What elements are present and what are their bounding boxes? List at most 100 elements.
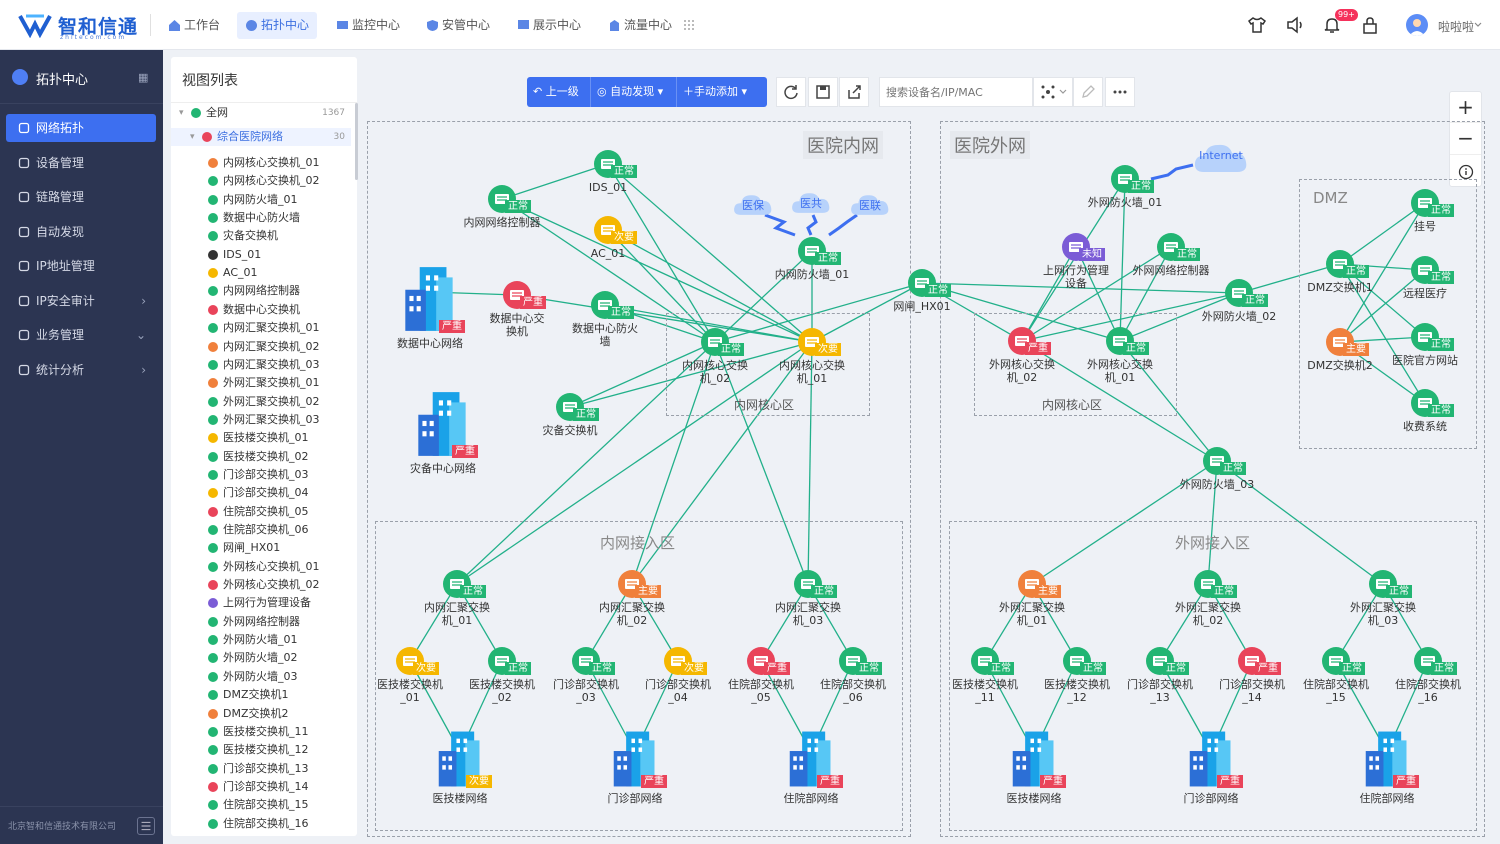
link-drsw-icore1[interactable]: [569, 341, 813, 408]
up-level-button[interactable]: ↶ 上一级: [527, 77, 591, 107]
refresh-button[interactable]: [776, 77, 806, 107]
link-iagg3-s05[interactable]: [760, 583, 809, 662]
chevron-down-icon[interactable]: [1474, 21, 1482, 29]
tree-item[interactable]: 内网核心交换机_01: [171, 154, 351, 172]
tree-item[interactable]: 门诊部交换机_04: [171, 484, 351, 502]
device-ictrl[interactable]: 正常: [488, 185, 531, 213]
link-ofw3-oagg3[interactable]: [1216, 460, 1384, 585]
cloud-external-icon[interactable]: 医联: [849, 190, 891, 218]
tree-item[interactable]: AC_01: [171, 264, 351, 282]
link-dcfw-icore1[interactable]: [604, 304, 813, 343]
search-input[interactable]: [879, 77, 1033, 107]
device-dcfw[interactable]: 正常: [591, 291, 634, 319]
device-dcsw[interactable]: 严重: [503, 281, 546, 309]
link-octrl-ocore2[interactable]: [1021, 246, 1172, 342]
tree-item[interactable]: 网闸_HX01: [171, 539, 351, 557]
tree-item[interactable]: 住院部交换机_05: [171, 503, 351, 521]
device-drsw[interactable]: 正常: [556, 393, 599, 421]
link-dcsw-icore1[interactable]: [516, 294, 813, 343]
grid-menu-icon[interactable]: ▦: [138, 71, 149, 84]
edit-button[interactable]: [1073, 77, 1103, 107]
link-icore2-iagg2[interactable]: [631, 341, 716, 585]
sidebar-item-stats[interactable]: 统计分析›: [6, 356, 156, 384]
shirt-icon[interactable]: [1247, 15, 1267, 35]
device-yc[interactable]: 正常: [1411, 256, 1454, 284]
manual-add-button[interactable]: ＋手动添加 ▾: [677, 77, 767, 107]
tree-item[interactable]: 内网核心交换机_02: [171, 172, 351, 190]
auto-discover-button[interactable]: ◎ 自动发现 ▾: [591, 77, 677, 107]
device-oagg1[interactable]: 主要: [1018, 570, 1061, 598]
save-button[interactable]: [808, 77, 838, 107]
caret-icon[interactable]: ▾: [190, 132, 195, 142]
tree-item[interactable]: 医技楼交换机_12: [171, 741, 351, 759]
cloud-external-icon[interactable]: 医共: [790, 188, 832, 216]
device-octrl[interactable]: 正常: [1157, 233, 1200, 261]
tree-item[interactable]: 外网核心交换机_01: [171, 558, 351, 576]
device-ofw2[interactable]: 正常: [1225, 279, 1268, 307]
tree-item[interactable]: 医技楼交换机_01: [171, 429, 351, 447]
nav-traffic[interactable]: 流量中心: [600, 12, 680, 39]
device-gh[interactable]: 正常: [1411, 189, 1454, 217]
user-name[interactable]: 啦啦啦: [1438, 20, 1475, 34]
grid-icon[interactable]: [684, 20, 694, 30]
nav-display[interactable]: 展示中心: [509, 12, 589, 39]
tree-item[interactable]: 外网汇聚交换机_03: [171, 411, 351, 429]
caret-icon[interactable]: ▾: [179, 108, 184, 118]
tree-item[interactable]: 上网行为管理设备: [171, 594, 351, 612]
link-ofw2-ocore2[interactable]: [1021, 292, 1240, 342]
device-ofw1[interactable]: 正常: [1111, 165, 1154, 193]
link-iagg1-s01[interactable]: [409, 583, 458, 662]
link-icore1-iagg3[interactable]: [807, 341, 813, 585]
device-dmz2[interactable]: 主要: [1326, 328, 1369, 356]
link-gap-icore1[interactable]: [811, 282, 923, 343]
tree-item[interactable]: 外网防火墙_03: [171, 668, 351, 686]
link-ac-icore1[interactable]: [607, 229, 813, 343]
nav-topology[interactable]: 拓扑中心: [237, 12, 318, 39]
device-s03[interactable]: 正常: [572, 647, 615, 675]
link-dmz2-web[interactable]: [1339, 336, 1426, 343]
link-dmz2-gh[interactable]: [1339, 202, 1426, 343]
info-icon[interactable]: [1458, 164, 1474, 180]
tree-item[interactable]: 外网防火墙_02: [171, 649, 351, 667]
sidebar-item-network[interactable]: 网络拓扑: [6, 114, 156, 142]
nav-monitor[interactable]: 监控中心: [328, 12, 408, 39]
building-network-icon[interactable]: 严重: [1359, 728, 1419, 790]
link-icore2-iagg3[interactable]: [714, 341, 809, 585]
device-s13[interactable]: 正常: [1146, 647, 1189, 675]
device-ifw1[interactable]: 正常: [798, 237, 841, 265]
link-ictrl-ids[interactable]: [501, 163, 609, 200]
cloud-internet-icon[interactable]: Internet: [1192, 140, 1250, 174]
device-s11[interactable]: 正常: [971, 647, 1014, 675]
tree-item[interactable]: 住院部交换机_16: [171, 815, 351, 833]
link-ictrl-icore1[interactable]: [501, 198, 813, 343]
avatar[interactable]: [1406, 14, 1428, 36]
link-gap-ofw2[interactable]: [921, 282, 1240, 294]
tree-item[interactable]: 医技楼交换机_02: [171, 448, 351, 466]
building-network-icon[interactable]: 严重: [1183, 728, 1243, 790]
device-ocore2[interactable]: 严重: [1008, 327, 1051, 355]
device-icore1[interactable]: 次要: [798, 328, 841, 356]
tree-item[interactable]: 门诊部交换机_14: [171, 778, 351, 796]
device-iagg3[interactable]: 正常: [794, 570, 837, 598]
device-iagg1[interactable]: 正常: [443, 570, 486, 598]
link-ocore2-ofw3[interactable]: [1021, 340, 1218, 462]
building-network-icon[interactable]: 严重: [783, 728, 843, 790]
device-s01[interactable]: 次要: [396, 647, 439, 675]
building-network-icon[interactable]: 严重: [1006, 728, 1066, 790]
tree-item[interactable]: IDS_01: [171, 246, 351, 264]
device-oagg3[interactable]: 正常: [1369, 570, 1412, 598]
link-ocore1-ofw3[interactable]: [1119, 340, 1218, 462]
building-network-icon[interactable]: 严重: [412, 388, 478, 460]
layout-button[interactable]: [1033, 77, 1073, 107]
more-button[interactable]: [1105, 77, 1135, 107]
link-oagg3-s15[interactable]: [1335, 583, 1384, 662]
device-s02[interactable]: 正常: [488, 647, 531, 675]
device-ids[interactable]: 正常: [594, 150, 637, 178]
sidebar-item-business[interactable]: 业务管理⌄: [6, 321, 156, 349]
tree-item[interactable]: 数据中心交换机: [171, 301, 351, 319]
device-s14[interactable]: 严重: [1238, 647, 1281, 675]
link-icore1-iagg1[interactable]: [456, 341, 813, 585]
link-ofw2-ocore1[interactable]: [1119, 292, 1240, 342]
link-drsw-icore2[interactable]: [569, 341, 716, 408]
sidebar-item-ip-security[interactable]: IP安全审计›: [6, 287, 156, 315]
